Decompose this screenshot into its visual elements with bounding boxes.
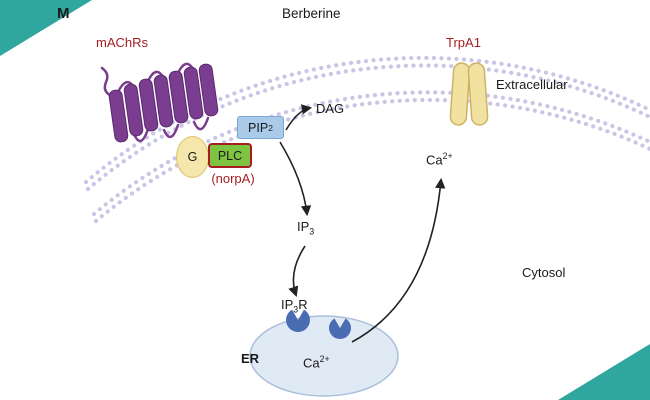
er-calcium-release-arrow (351, 177, 446, 343)
corner-triangle-bottom-right (558, 344, 650, 400)
ip3-subscript: 3 (309, 226, 315, 237)
ip3-label: IP3 (297, 219, 314, 240)
ip3r-channel (286, 309, 310, 332)
trpa1-label: TrpA1 (446, 35, 481, 50)
berberine-label: Berberine (282, 6, 341, 21)
panel-label: M (57, 5, 70, 22)
ip3-to-ip3r-arrow (288, 245, 306, 297)
ca-superscript: 2+ (319, 354, 330, 364)
extracellular-label: Extracellular (496, 77, 568, 92)
er-label: ER (241, 351, 260, 366)
pip2-label: PIP (248, 120, 269, 135)
ip3r-base: IP (281, 297, 294, 312)
dag-label: DAG (316, 101, 345, 116)
norpa-label: (norpA) (211, 171, 255, 186)
ca-superscript: 2+ (442, 151, 453, 161)
trpa1-channel (449, 62, 489, 126)
ca-cytosol-label: Ca2+ (426, 148, 453, 168)
plasma-membrane (83, 55, 650, 224)
plc-box: PLC (208, 143, 252, 168)
ip3r-channel (328, 318, 352, 340)
pip2-to-ip3-arrow (279, 141, 312, 217)
ca-base: Ca (303, 355, 320, 371)
receptor-n-terminus (100, 66, 114, 98)
ca-er-label: Ca2+ (303, 351, 330, 371)
signal-arrows (279, 104, 446, 343)
ip3r-label: IP3R (281, 297, 308, 318)
pip2-subscript: 2 (268, 122, 273, 133)
ip3r-suffix: R (298, 297, 308, 312)
g-protein-label: G (187, 150, 198, 164)
corner-triangle-top-left (0, 0, 92, 56)
plc-label: PLC (217, 148, 243, 163)
cytosol-label: Cytosol (522, 265, 566, 280)
ip3r-subscript: 3 (293, 304, 299, 315)
machrs-label: mAChRs (96, 35, 149, 50)
machr-receptor (100, 62, 219, 143)
ca-base: Ca (426, 152, 443, 168)
ip3-base: IP (297, 219, 310, 234)
pip2-to-dag-arrow (285, 104, 313, 131)
g-protein: G (176, 136, 209, 178)
